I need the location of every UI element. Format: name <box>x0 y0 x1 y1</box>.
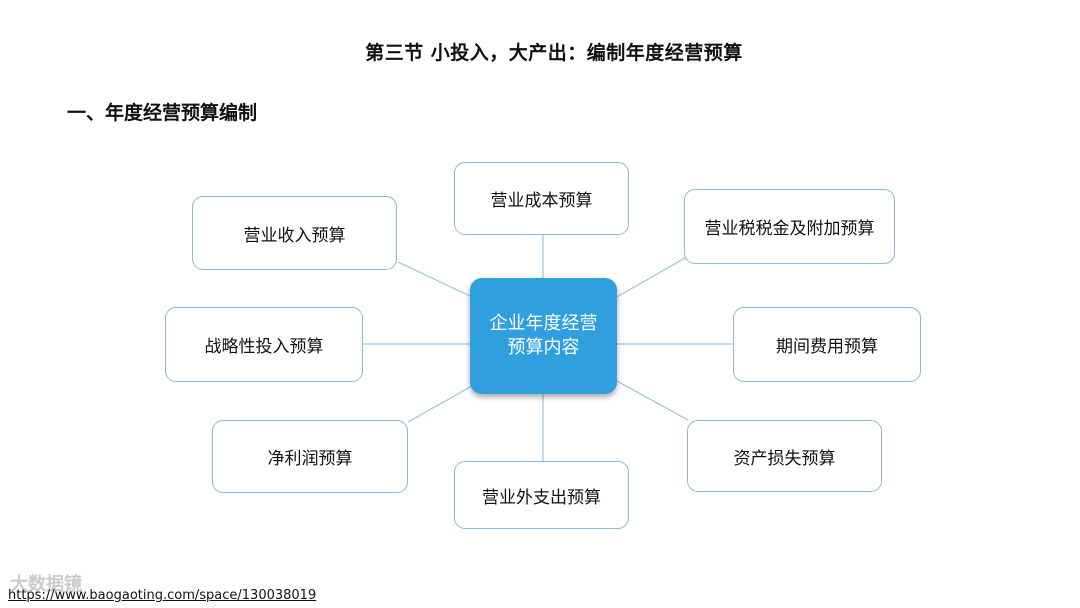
watermark-logo: 大数据镜 <box>10 574 82 595</box>
center-line-1: 企业年度经营 <box>489 313 598 334</box>
center-node: 企业年度经营 预算内容 <box>470 278 617 394</box>
node-non-operating-budget: 营业外支出预算 <box>454 461 629 529</box>
connector-revenue <box>397 261 473 298</box>
connector-tax <box>614 257 686 299</box>
center-line-2: 预算内容 <box>507 337 580 358</box>
section-heading: 一、年度经营预算编制 <box>67 102 258 124</box>
page-title: 第三节 小投入，大产出：编制年度经营预算 <box>365 42 743 64</box>
node-tax-budget: 营业税税金及附加预算 <box>684 189 895 264</box>
node-strategic-budget: 战略性投入预算 <box>165 307 363 382</box>
node-net-profit-budget: 净利润预算 <box>212 420 408 493</box>
node-cost-budget: 营业成本预算 <box>454 162 629 235</box>
node-asset-loss-budget: 资产损失预算 <box>687 420 882 492</box>
source-url[interactable]: https://www.baogaoting.com/space/1300380… <box>8 588 317 603</box>
node-revenue-budget: 营业收入预算 <box>192 196 397 270</box>
connector-asset-loss <box>614 379 689 421</box>
connector-net-profit <box>407 385 473 423</box>
node-period-expense-budget: 期间费用预算 <box>733 307 921 382</box>
